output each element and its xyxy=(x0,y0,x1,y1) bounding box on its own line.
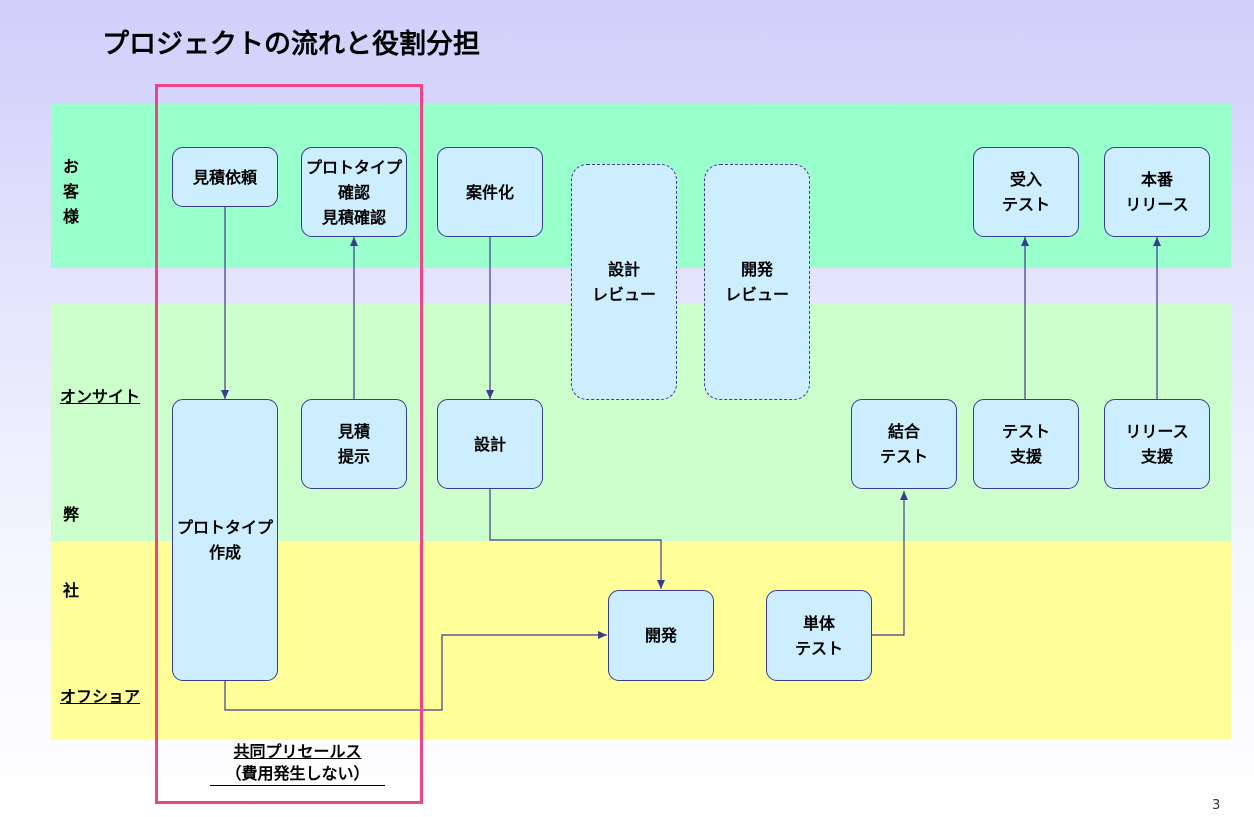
unit-test-box: 単体 テスト xyxy=(766,590,872,681)
customer-label-char: 様 xyxy=(63,207,80,226)
presales-title: 共同プリセールス xyxy=(233,742,362,761)
company-label-char: 弊 xyxy=(63,505,80,524)
development-box: 開発 xyxy=(608,590,714,681)
presales-note: （費用発生しない） xyxy=(210,763,385,786)
page-number: 3 xyxy=(1212,798,1221,813)
offshore-lane-label: オフショア xyxy=(60,687,141,706)
customer-label-char: お xyxy=(63,157,80,176)
arrow-unit-to-integration xyxy=(871,491,908,636)
joint-presales-label: 共同プリセールス （費用発生しない） xyxy=(210,741,385,786)
arrow-design-to-development xyxy=(489,489,665,589)
project-creation-box: 案件化 xyxy=(437,147,543,237)
company-label-char: 社 xyxy=(63,581,80,600)
onsite-lane-label: オンサイト xyxy=(60,387,141,406)
acceptance-test-box: 受入 テスト xyxy=(973,147,1079,237)
estimate-request-box: 見積依頼 xyxy=(172,147,278,207)
dev-review-box: 開発 レビュー xyxy=(704,164,810,400)
customer-label-char: 客 xyxy=(63,182,80,201)
prototype-confirm-box: プロトタイプ 確認 見積確認 xyxy=(301,147,407,237)
test-support-box: テスト 支援 xyxy=(973,399,1079,489)
prototype-creation-box: プロトタイプ 作成 xyxy=(172,399,278,681)
customer-lane-label: お 客 様 xyxy=(63,154,83,229)
page-title: プロジェクトの流れと役割分担 xyxy=(102,29,480,60)
production-release-box: 本番 リリース xyxy=(1104,147,1210,237)
design-box: 設計 xyxy=(437,399,543,489)
joint-presales-frame xyxy=(155,84,423,804)
design-review-box: 設計 レビュー xyxy=(571,164,677,400)
estimate-present-box: 見積 提示 xyxy=(301,399,407,489)
release-support-box: リリース 支援 xyxy=(1104,399,1210,489)
integration-test-box: 結合 テスト xyxy=(851,399,957,489)
arrow-prototype-to-development xyxy=(224,631,607,711)
